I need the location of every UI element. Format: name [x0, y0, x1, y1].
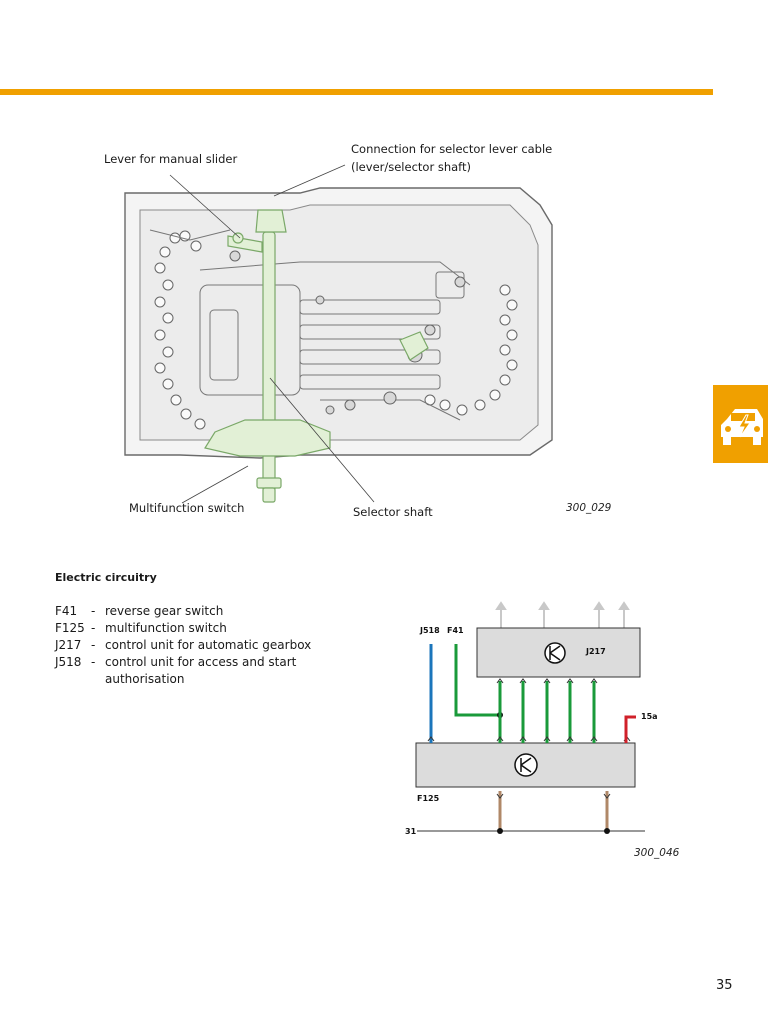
legend-item: J217 - control unit for automatic gearbo… — [55, 637, 345, 654]
upper-grey-leads — [495, 601, 630, 628]
left-bolt-chain — [154, 230, 206, 430]
circuit-diagram: J217 F125 J518 F41 15a 31 — [405, 601, 658, 836]
legend-description: control unit for automatic gearbox — [105, 638, 312, 652]
callout-lever-manual-slider: Lever for manual slider — [104, 152, 238, 166]
ground-connector-arrows — [496, 793, 611, 799]
legend-description: reverse gear switch — [105, 604, 224, 618]
legend-dash: - — [91, 638, 96, 652]
legend-dash: - — [91, 655, 96, 669]
wire-15a — [624, 715, 636, 743]
gearbox-figure: Lever for manual slider Connection for s… — [104, 142, 612, 519]
figure-number-1: 300_029 — [566, 502, 612, 514]
label-15a: 15a — [641, 712, 658, 721]
legend-description: multifunction switch — [105, 621, 227, 635]
f125-transistor-icon — [514, 753, 538, 777]
legend-description: control unit for access and start author… — [105, 655, 297, 686]
label-f41: F41 — [447, 626, 464, 635]
green-signal-wires — [498, 681, 596, 743]
gearbox-illustration — [124, 164, 553, 504]
callout-connection-line2: (lever/selector shaft) — [351, 160, 471, 174]
legend-code: J217 — [55, 638, 82, 652]
legend-item: J518 - control unit for access and start… — [55, 654, 345, 688]
page-number: 35 — [716, 978, 733, 993]
legend-item: F125 - multifunction switch — [55, 620, 345, 637]
label-j518: J518 — [419, 626, 440, 635]
connector-arrows — [427, 678, 631, 742]
legend-list: F41 - reverse gear switch F125 - multifu… — [55, 603, 345, 688]
section-side-tab — [713, 385, 768, 463]
label-31: 31 — [405, 827, 417, 836]
ground-junction — [604, 828, 610, 834]
legend-dash: - — [91, 621, 96, 635]
callout-selector-shaft: Selector shaft — [353, 505, 433, 519]
selector-shaft-highlight — [204, 209, 429, 503]
header-accent-bar — [0, 89, 713, 95]
legend-code: J518 — [55, 655, 82, 669]
label-f125: F125 — [417, 794, 440, 803]
figure-number-2: 300_046 — [634, 847, 680, 859]
valve-body-channels — [149, 229, 471, 421]
right-bolt-chain — [424, 284, 518, 416]
callout-multifunction-switch: Multifunction switch — [129, 501, 245, 515]
label-j217: J217 — [585, 647, 606, 656]
j217-transistor-icon — [544, 642, 566, 664]
car-electrical-icon — [721, 409, 763, 445]
legend-item: F41 - reverse gear switch — [55, 603, 345, 620]
ground-wires — [498, 791, 609, 831]
wire-f41 — [454, 644, 500, 717]
ground-junction — [497, 828, 503, 834]
legend-dash: - — [91, 604, 96, 618]
legend-code: F41 — [55, 604, 78, 618]
legend-code: F125 — [55, 621, 85, 635]
callout-leaders — [169, 164, 375, 504]
section-title: Electric circuitry — [55, 571, 157, 584]
callout-connection-line1: Connection for selector lever cable — [351, 142, 553, 156]
